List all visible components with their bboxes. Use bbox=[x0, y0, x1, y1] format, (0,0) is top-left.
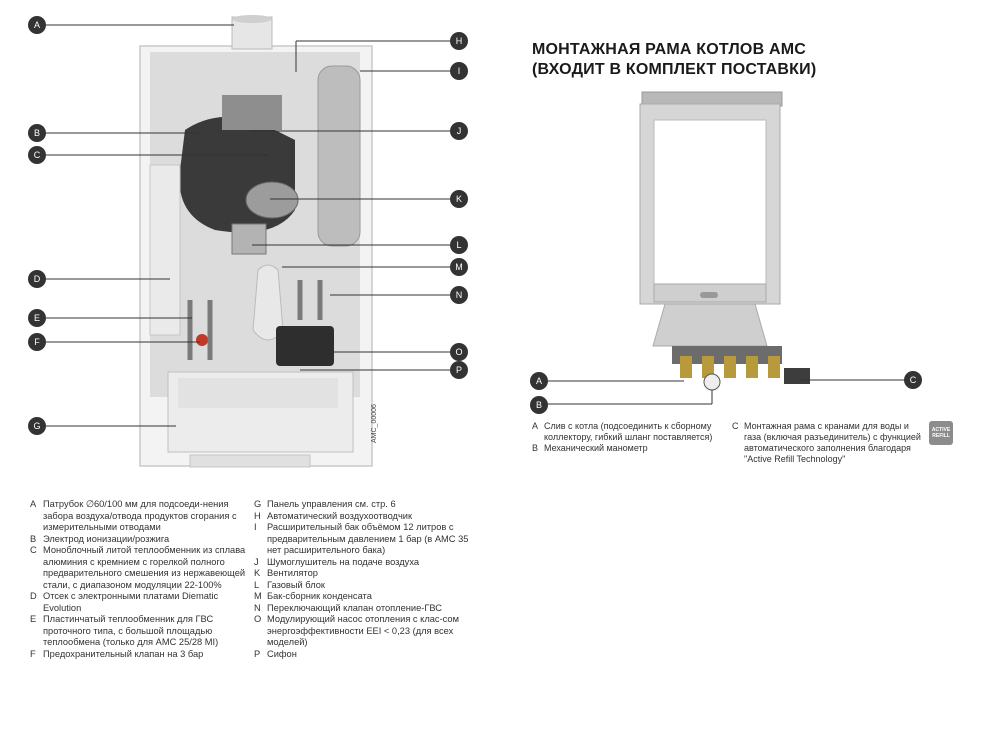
frame-callout-A: A bbox=[530, 372, 548, 390]
frame-top-rail bbox=[641, 91, 783, 107]
callout-C: C bbox=[28, 146, 46, 164]
burner-top bbox=[222, 95, 282, 130]
callout-H: H bbox=[450, 32, 468, 50]
callout-G: G bbox=[28, 417, 46, 435]
callout-M: M bbox=[450, 258, 468, 276]
callout-B: B bbox=[28, 124, 46, 142]
gas-block bbox=[231, 223, 267, 255]
bottom-plate bbox=[189, 454, 311, 468]
callout-J: J bbox=[450, 122, 468, 140]
pump bbox=[276, 326, 334, 366]
frame-callout-B: B bbox=[530, 396, 548, 414]
electronics-compartment bbox=[149, 164, 181, 336]
callout-N: N bbox=[450, 286, 468, 304]
expansion-tank bbox=[317, 65, 361, 247]
pipes bbox=[187, 280, 323, 360]
callout-O: O bbox=[450, 343, 468, 361]
frame-title-line1: МОНТАЖНАЯ РАМА КОТЛОВ AMC bbox=[532, 41, 807, 58]
callout-D: D bbox=[28, 270, 46, 288]
flue-top bbox=[232, 15, 272, 23]
callout-K: K bbox=[450, 190, 468, 208]
frame-window bbox=[653, 119, 767, 285]
frame-title: МОНТАЖНАЯ РАМА КОТЛОВ AMC (ВХОДИТ В КОМП… bbox=[532, 40, 816, 80]
fan bbox=[245, 181, 299, 219]
callout-L: L bbox=[450, 236, 468, 254]
control-panel-top bbox=[178, 378, 338, 408]
frame-callout-C: C bbox=[904, 371, 922, 389]
frame-lower-plate bbox=[652, 303, 768, 347]
callout-A: A bbox=[28, 16, 46, 34]
frame-title-line2: (ВХОДИТ В КОМПЛЕКТ ПОСТАВКИ) bbox=[532, 61, 817, 78]
callout-I: I bbox=[450, 62, 468, 80]
callout-P: P bbox=[450, 361, 468, 379]
safety-valve bbox=[196, 334, 208, 346]
callout-F: F bbox=[28, 333, 46, 351]
frame-slot bbox=[700, 292, 718, 298]
model-code: AMC_00006 bbox=[371, 404, 378, 443]
callout-E: E bbox=[28, 309, 46, 327]
manometer bbox=[703, 373, 721, 391]
